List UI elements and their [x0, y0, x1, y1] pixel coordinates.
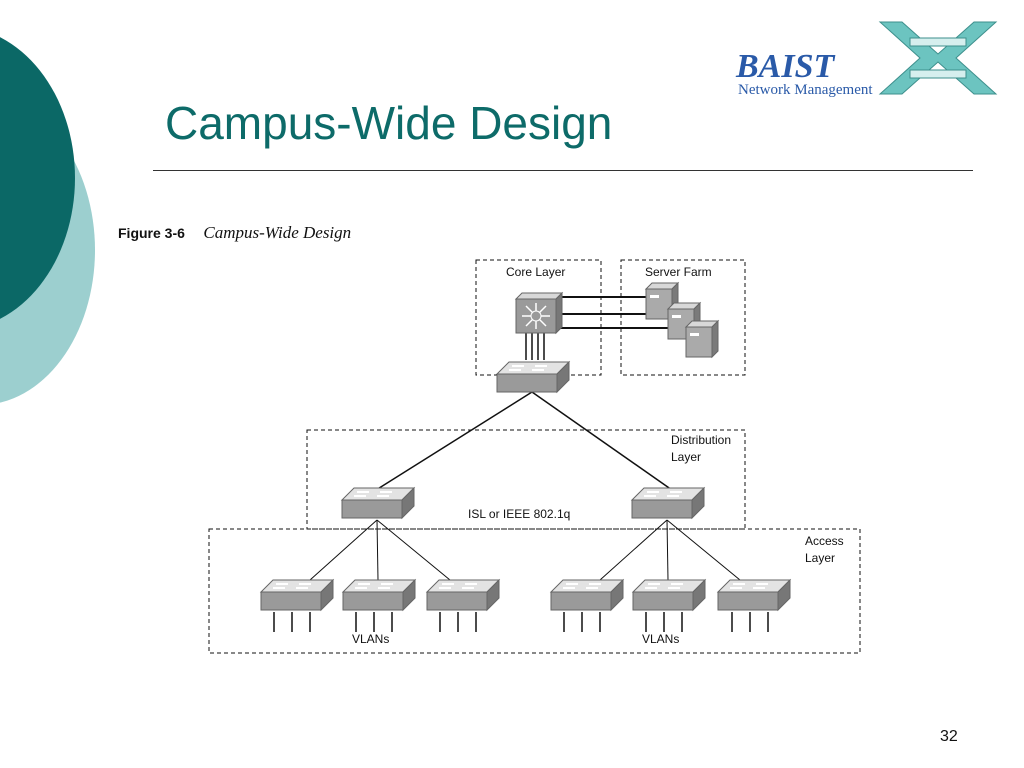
- core-switch-icon: [496, 361, 570, 393]
- core-uplinks: [525, 333, 545, 360]
- access-layer-label: Access: [805, 534, 844, 548]
- baist-logo: BAIST Network Management: [735, 21, 998, 98]
- slide-title: Campus-Wide Design: [165, 97, 613, 149]
- distribution-switch-icon: [341, 487, 415, 519]
- page-number: 32: [940, 728, 958, 745]
- distribution-layer-box: [306, 429, 746, 530]
- access-links: [309, 519, 741, 581]
- vlans-left-label: VLANs: [352, 632, 389, 646]
- server-icon: [685, 320, 719, 358]
- access-switch-icon: [632, 579, 706, 611]
- logo-arrows-icon: [878, 21, 998, 95]
- decorative-circles: [0, 37, 95, 403]
- logo-name: BAIST: [735, 48, 835, 85]
- access-switch-icon: [260, 579, 334, 611]
- vlan-drops: [273, 612, 769, 632]
- access-layer-box: [208, 528, 861, 654]
- vlans-right-label: VLANs: [642, 632, 679, 646]
- access-layer-label-2: Layer: [805, 551, 835, 565]
- access-switch-icon: [550, 579, 624, 611]
- distribution-layer-label-2: Layer: [671, 450, 701, 464]
- distribution-links: [375, 391, 673, 491]
- core-layer-label: Core Layer: [506, 265, 565, 279]
- access-switch-icon: [342, 579, 416, 611]
- access-switch-icon: [426, 579, 500, 611]
- logo-subtitle: Network Management: [738, 82, 873, 98]
- figure-number: Figure 3-6: [118, 225, 185, 241]
- multilayer-switch-icon: [514, 291, 564, 335]
- figure-caption: Figure 3-6 Campus-Wide Design: [118, 223, 351, 243]
- server-farm-label: Server Farm: [645, 265, 712, 279]
- trunk-label: ISL or IEEE 802.1q: [468, 507, 570, 521]
- figure-title: Campus-Wide Design: [203, 223, 352, 242]
- access-switch-icon: [717, 579, 791, 611]
- distribution-layer-label: Distribution: [671, 433, 731, 447]
- server-farm-box: [620, 259, 746, 376]
- distribution-switch-icon: [631, 487, 705, 519]
- title-divider: [153, 170, 973, 171]
